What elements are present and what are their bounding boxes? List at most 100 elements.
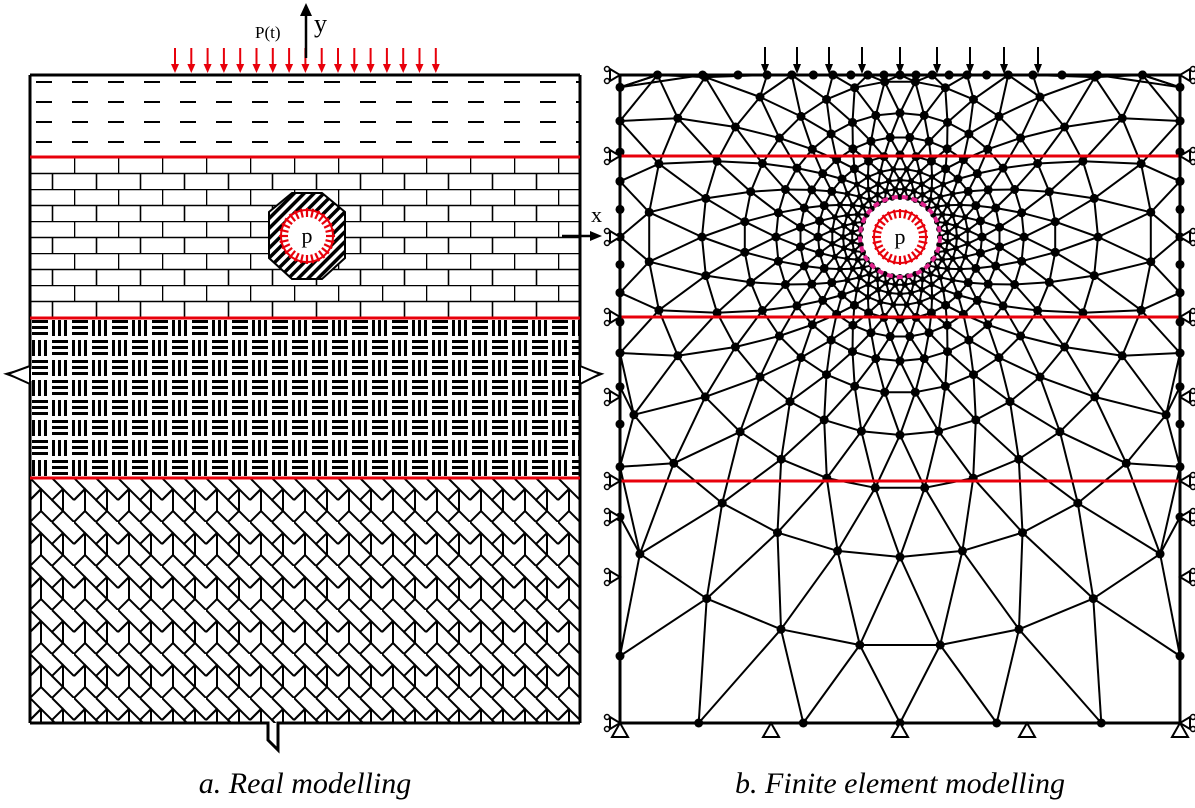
fe-element-edge bbox=[1159, 553, 1181, 657]
fe-element-edge bbox=[968, 115, 1000, 135]
fe-node bbox=[895, 356, 905, 366]
fe-element-edge bbox=[619, 553, 641, 657]
pressure-arrow bbox=[323, 222, 333, 229]
fe-element-edge bbox=[987, 323, 1021, 337]
fe-element-edge bbox=[744, 220, 777, 238]
fe-element-edge bbox=[1002, 304, 1038, 312]
fe-element-edge bbox=[780, 550, 839, 630]
fe-element-edge bbox=[673, 430, 741, 465]
fe-element-edge bbox=[1076, 502, 1095, 599]
fe-left-roller-wheel bbox=[603, 567, 611, 575]
fe-node bbox=[890, 166, 897, 173]
fe-node bbox=[926, 156, 936, 166]
fe-node bbox=[819, 415, 829, 425]
fe-node bbox=[717, 498, 727, 508]
weave-layer bbox=[30, 318, 580, 478]
pressure-arrow bbox=[323, 243, 333, 250]
load-arrow-head bbox=[431, 64, 440, 73]
fe-node bbox=[964, 335, 974, 345]
pressure-arrow bbox=[293, 210, 300, 220]
fe-node bbox=[746, 277, 756, 287]
fe-element-edge bbox=[837, 549, 901, 558]
fe-element-edge bbox=[1092, 597, 1181, 657]
fe-node bbox=[880, 77, 890, 87]
fe-element-edge bbox=[1082, 160, 1142, 165]
fe-node bbox=[1078, 308, 1088, 318]
fe-node bbox=[848, 320, 858, 330]
fe-element-edge bbox=[1063, 76, 1096, 128]
fe-node bbox=[799, 261, 809, 271]
fe-left-roller-wheel bbox=[603, 507, 611, 515]
fe-element-edge bbox=[701, 198, 707, 238]
fe-element-edge bbox=[673, 462, 723, 504]
fe-element-edge bbox=[658, 274, 707, 312]
fe-node bbox=[837, 201, 843, 208]
fe-pressure-arrow bbox=[907, 211, 914, 221]
fe-element-edge bbox=[1019, 335, 1041, 378]
fe-element-edge bbox=[648, 163, 660, 213]
fe-element-edge bbox=[1082, 309, 1142, 314]
fe-element-edge bbox=[1054, 251, 1095, 277]
fe-element-edge bbox=[704, 76, 737, 128]
fe-element-edge bbox=[1039, 96, 1066, 128]
pressure-arrow bbox=[299, 254, 304, 264]
fe-node bbox=[885, 289, 892, 296]
fe-node bbox=[940, 83, 950, 93]
fe-element-edge bbox=[1018, 597, 1094, 631]
fe-left-roller-wheel bbox=[603, 471, 611, 479]
fe-node bbox=[1044, 187, 1054, 197]
fe-element-edge bbox=[1054, 220, 1099, 238]
fe-element-edge bbox=[1048, 281, 1084, 314]
fe-element-edge bbox=[1023, 236, 1056, 254]
fe-node bbox=[864, 174, 871, 180]
fe-node bbox=[944, 238, 951, 245]
fe-element-edge bbox=[750, 188, 786, 193]
fe-left-roller-support bbox=[609, 67, 622, 83]
fe-node bbox=[644, 207, 654, 217]
fe-element-edge bbox=[619, 291, 660, 312]
fe-element-edge bbox=[638, 462, 675, 555]
fe-node bbox=[774, 331, 784, 341]
fe-element-edge bbox=[1019, 309, 1039, 337]
fe-node bbox=[949, 212, 956, 219]
fe-element-edge bbox=[1049, 190, 1095, 200]
fe-element-edge bbox=[1097, 74, 1181, 89]
fe-element-edge bbox=[705, 197, 746, 223]
fe-element-edge bbox=[823, 385, 856, 421]
internal-pressure-arrows bbox=[279, 208, 335, 264]
fe-element-edge bbox=[998, 96, 1041, 118]
fe-element-edge bbox=[704, 396, 741, 433]
fe-left-roller-wheel bbox=[603, 579, 611, 587]
fe-element-edge bbox=[853, 386, 863, 432]
fe-node bbox=[943, 117, 952, 127]
fe-element-edge bbox=[923, 430, 940, 489]
fe-node bbox=[949, 255, 956, 262]
fe-node bbox=[962, 253, 969, 260]
fe-node bbox=[919, 276, 926, 283]
fe-node bbox=[776, 454, 786, 464]
fe-node bbox=[1078, 156, 1088, 166]
fe-node bbox=[849, 164, 859, 174]
fe-node bbox=[975, 216, 985, 226]
fe-node bbox=[1014, 454, 1024, 464]
fe-node bbox=[702, 594, 712, 604]
fe-element-edge bbox=[854, 385, 885, 394]
fe-element-edge bbox=[1159, 516, 1181, 555]
fe-pressure-arrow bbox=[916, 244, 926, 251]
fe-element-edge bbox=[914, 81, 926, 116]
fe-element-edge bbox=[717, 309, 763, 314]
pressure-arrow bbox=[317, 250, 326, 259]
fe-element-edge bbox=[998, 357, 1011, 402]
fe-element-edge bbox=[1009, 400, 1061, 433]
fe-node bbox=[1121, 458, 1131, 468]
fe-node bbox=[827, 186, 837, 196]
fe-element-edge bbox=[972, 374, 977, 420]
fe-node bbox=[916, 299, 923, 306]
fe-node bbox=[964, 227, 971, 234]
fe-element-edge bbox=[778, 305, 798, 337]
fe-element-edge bbox=[790, 74, 802, 117]
fe-left-roller-wheel bbox=[603, 146, 611, 154]
fe-element-edge bbox=[825, 99, 833, 135]
fe-right-roller-wheel bbox=[1189, 471, 1195, 479]
fe-node bbox=[1089, 271, 1099, 281]
